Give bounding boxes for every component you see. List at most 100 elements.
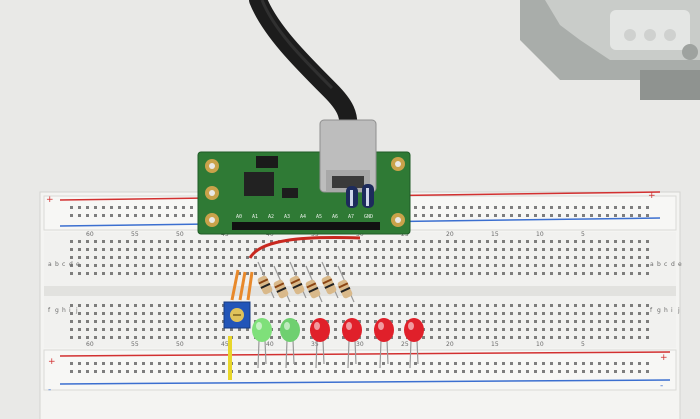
led: [252, 318, 272, 342]
pcb-pin-label: A6: [332, 214, 338, 220]
yellow-wire: [228, 336, 232, 380]
row-letter-top: b: [55, 261, 59, 268]
led-highlight: [346, 322, 352, 330]
rail-minus-label-bottom: -: [48, 385, 51, 395]
row-letter-top-right: b: [657, 261, 661, 268]
row-letter-bottom: i: [69, 307, 71, 314]
row-letter-bottom-right: j: [677, 307, 680, 314]
orange-leads: [230, 269, 254, 301]
row-letter-top: a: [48, 261, 52, 268]
rail-plus-label-right: +: [648, 191, 656, 201]
column-number-bottom: 55: [131, 341, 139, 348]
column-number-bottom: 30: [356, 341, 364, 348]
resistor-band: [322, 278, 333, 285]
rail-blue-bottom: [59, 379, 671, 385]
row-letter-bottom-right: h: [664, 307, 668, 314]
resistor-band: [274, 282, 285, 289]
resistor-band: [292, 282, 303, 289]
row-letter-bottom: f: [48, 307, 51, 314]
pcb-pin-label: A3: [284, 214, 290, 220]
column-number-bottom: 40: [266, 341, 274, 348]
led-lead: [416, 339, 419, 365]
led: [342, 318, 362, 342]
resistor-band: [306, 282, 317, 289]
column-number-bottom: 10: [536, 341, 544, 348]
row-letter-top-right: d: [671, 261, 675, 268]
resistor-band: [308, 286, 319, 293]
column-number-top: 50: [176, 231, 184, 238]
resistor-band: [324, 282, 335, 289]
pcb-pin-label: A0: [236, 214, 242, 220]
pcb-pin-label: A4: [300, 214, 306, 220]
led-lead: [386, 339, 389, 365]
row-letter-top: e: [76, 261, 80, 268]
row-letter-bottom-right: i: [671, 307, 673, 314]
led-highlight: [408, 322, 414, 330]
row-letter-bottom: j: [75, 307, 78, 314]
center-channel: [44, 286, 676, 296]
column-number-top: 5: [581, 231, 585, 238]
cable-connector: [319, 119, 377, 193]
led-lead: [285, 339, 288, 369]
led-lead: [315, 339, 318, 369]
pcb-pin-label: GND: [364, 214, 373, 220]
column-number-bottom: 5: [581, 341, 585, 348]
pcb-chip: [244, 172, 274, 196]
pcb-pin-label: A7: [348, 214, 354, 220]
resistor-band: [290, 278, 301, 285]
led-lead: [292, 339, 295, 365]
pcb-pin-label: A5: [316, 214, 322, 220]
rail-plus-label: +: [46, 195, 54, 205]
led-lead: [409, 339, 412, 369]
led-array: [252, 318, 424, 369]
resistor-band: [258, 278, 269, 285]
led: [404, 318, 424, 342]
column-number-top: 55: [131, 231, 139, 238]
resistor-band: [340, 286, 351, 293]
header-pins: [232, 222, 380, 230]
column-number-bottom: 50: [176, 341, 184, 348]
capacitors: [346, 184, 374, 208]
resistor-array: [257, 261, 355, 303]
column-number-bottom: 45: [221, 341, 229, 348]
rail-plus-label-bottom: +: [48, 357, 56, 367]
column-number-bottom: 20: [446, 341, 454, 348]
column-number-top: 15: [491, 231, 499, 238]
rail-red-bottom: [59, 351, 671, 357]
potentiometer: [223, 301, 251, 329]
column-number-bottom: 60: [86, 341, 94, 348]
column-number-top: 60: [86, 231, 94, 238]
led: [374, 318, 394, 342]
led-lead: [379, 339, 382, 369]
led-lead: [322, 339, 325, 365]
column-number-top: 10: [536, 231, 544, 238]
row-letter-bottom: g: [55, 307, 59, 314]
led-lead: [354, 339, 357, 365]
led: [280, 318, 300, 342]
row-letter-top: d: [69, 261, 73, 268]
column-number-top: 20: [446, 231, 454, 238]
resistor-band: [338, 282, 349, 289]
row-letter-top-right: c: [664, 261, 667, 268]
pcb-module: A0 A1 A2 A3 A4 A5 A6 A7 GND: [197, 151, 411, 235]
pcb-pin-label: A1: [252, 214, 258, 220]
led-lead: [257, 339, 260, 369]
row-letter-top-right: a: [650, 261, 654, 268]
row-letter-bottom-right: f: [650, 307, 653, 314]
grey-controller-brick: [520, 0, 700, 100]
led: [310, 318, 330, 342]
row-letter-top: c: [62, 261, 65, 268]
led-lead: [264, 339, 267, 365]
led-highlight: [378, 322, 384, 330]
rail-plus-label-bottom-right: +: [660, 353, 668, 363]
red-jumper-wire: [248, 236, 361, 259]
column-number-bottom: 25: [401, 341, 409, 348]
rail-minus-label-bottom-right: -: [660, 381, 663, 391]
pcb-pin-label: A2: [268, 214, 274, 220]
resistor-band: [276, 286, 287, 293]
black-cable: [249, 0, 358, 139]
led-highlight: [314, 322, 320, 330]
led-highlight: [256, 322, 262, 330]
